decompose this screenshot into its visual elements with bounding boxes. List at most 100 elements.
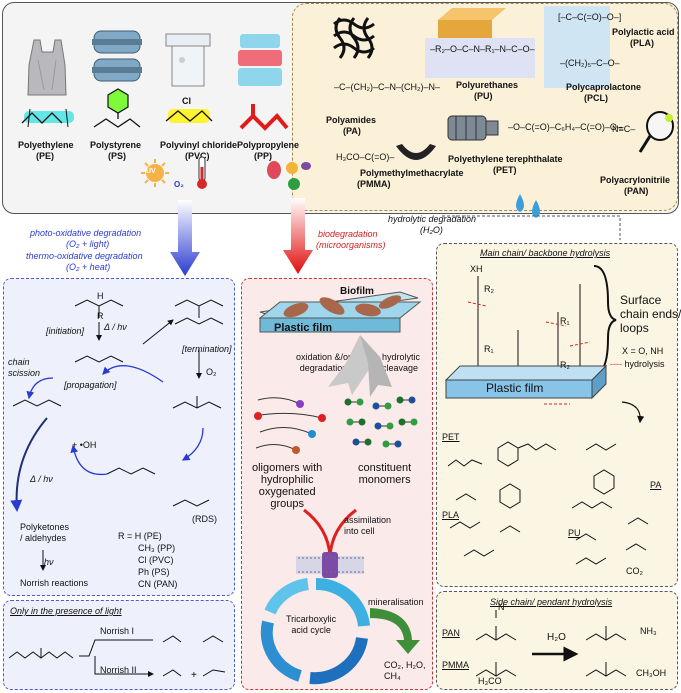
- norrish-panel: [3, 600, 235, 690]
- cleavage-arrows: [328, 335, 392, 397]
- biodegradation-cond: (microorganisms): [316, 240, 386, 250]
- pcl-abbr: (PCL): [584, 93, 608, 103]
- pu-structure-bg: [425, 38, 535, 78]
- ps-structure-icon: [93, 88, 141, 128]
- pla-structure: [–C–C(=O)–O–]: [558, 12, 622, 22]
- pan-side-label: PAN: [442, 628, 460, 638]
- oh-radical-label: + •OH: [72, 440, 97, 450]
- hydrolytic-cleavage-label: hydrolytic cleavage: [382, 352, 421, 373]
- norrish-title: Only in the presence of light: [10, 606, 122, 616]
- r1-label-1: R₁: [484, 344, 494, 354]
- pp-abbr: (PP): [254, 151, 272, 161]
- plastic-film-label: Plastic film: [274, 322, 333, 334]
- r-list-1: CH₃ (PP): [138, 543, 176, 553]
- pe-name: Polyethylene: [18, 140, 74, 150]
- pcl-name: Polycaprolactone: [566, 82, 642, 92]
- pa-structure: –C–(CH₂)–C–N–(CH₂)–N–: [334, 82, 441, 92]
- ch3oh-label: CH₃OH: [636, 668, 667, 678]
- thermometer-icon: [197, 156, 207, 189]
- cell-membrane-icon: [296, 552, 364, 578]
- svg-text:+: +: [191, 670, 197, 681]
- plastic-film-label-2: Plastic film: [486, 381, 544, 395]
- delta-hv-1: Δ / hν: [104, 322, 127, 332]
- pu-structure: –R₂–O–C–N–R₁–N–C–O–: [430, 44, 535, 54]
- pet-abbr: (PET): [493, 165, 517, 175]
- hv-label: hν: [44, 557, 54, 567]
- sun-uv-icon: [141, 159, 169, 187]
- pet-bottle-icon: [447, 115, 499, 141]
- hydrolytic-cond: (H₂O): [420, 225, 443, 235]
- co2-product-label: CO₂: [626, 566, 643, 576]
- pla-pcl-bg: [544, 6, 610, 88]
- plastic-bag-icon: [27, 39, 67, 96]
- tca-cycle-label: Tricarboxylic acid cycle: [286, 614, 337, 635]
- delta-hv-2: Δ / hν: [30, 474, 53, 484]
- main-chain-hydrolysis-panel: [436, 243, 678, 587]
- side-chain-hydrolysis-panel: [436, 591, 678, 690]
- pan-abbr: (PAN): [624, 186, 649, 196]
- monomers-graphic: [344, 396, 418, 448]
- rds-label: (RDS): [192, 514, 217, 524]
- denture-icon: [396, 144, 436, 160]
- ps-name: Polystyrene: [90, 140, 142, 150]
- photo-oxidation-cond: (O₂ + light): [66, 239, 110, 249]
- r-list-2: Cl (PVC): [138, 555, 174, 565]
- plastic-boxes-icon: [238, 34, 282, 86]
- uv-badge: UV: [146, 168, 156, 175]
- r-list-4: CN (PAN): [138, 579, 178, 589]
- co2-h2o-ch4-label: CO₂, H₂O, CH₄: [384, 660, 426, 681]
- pu-abbr: (PU): [474, 91, 493, 101]
- pvc-pipe-icon: [165, 33, 211, 87]
- pvc-cl-label: Cl: [182, 96, 191, 106]
- biofilm-film-graphic: [258, 291, 422, 333]
- side-chain-title: Side chain/ pendant hydrolysis: [490, 597, 613, 607]
- hydrolysis-down-arrow: [621, 401, 645, 424]
- norrish-1-label: Norrish I: [100, 626, 135, 636]
- norrish-diagram: +: [8, 635, 226, 681]
- tca-cycle-diagram: [260, 577, 370, 685]
- pmma-name: Polymethylmethacrylate: [360, 168, 464, 178]
- main-chain-title: Main chain/ backbone hydrolysis: [480, 248, 611, 258]
- o2-badge: O₂: [174, 180, 184, 189]
- food-container-icon: [92, 30, 142, 82]
- ox-r-label: R: [97, 311, 104, 321]
- mineralisation-label: mineralisation: [368, 597, 424, 607]
- mineralisation-arrow: [370, 608, 420, 654]
- pet-name: Polyethylene terephthalate: [448, 154, 563, 164]
- water-drops-icon: [516, 194, 540, 218]
- pa-products-label: PA: [650, 480, 662, 490]
- assimilation-arrow: [303, 508, 357, 557]
- propagation-label: [propagation]: [64, 380, 117, 390]
- r-list-3: Ph (PS): [138, 567, 170, 577]
- oxidation-mechanism-panel: [3, 278, 235, 596]
- hydrolysis-connector: [442, 215, 621, 240]
- pp-name: Polypropylene: [237, 140, 300, 150]
- biofilm-label: Biofilm: [340, 286, 374, 297]
- pet-structure: –O–C(=O)–C₆H₄–C(=O)–O–: [508, 122, 622, 132]
- pa-abbr: (PA): [343, 126, 361, 136]
- pvc-abbr: (PVC): [185, 151, 210, 161]
- pmma-structure: H₃CO–C(=O)–: [336, 152, 395, 162]
- pmma-side-label: PMMA: [442, 660, 469, 670]
- pla-abbr: (PLA): [630, 38, 654, 48]
- norrish-2-label: Norrish II: [100, 665, 137, 675]
- nylon-mesh-icon: [333, 17, 375, 59]
- photo-oxidation-label: photo-oxidative degradation: [30, 228, 142, 238]
- chain-scission-label: chain scission: [8, 357, 41, 378]
- pa-name: Polyamides: [326, 115, 377, 125]
- r2-label-1: R₂: [484, 284, 494, 294]
- r2-label-2: R₂: [560, 360, 570, 370]
- ox-h-label: H: [97, 291, 104, 301]
- o2-label: O₂: [206, 367, 217, 377]
- r-list-0: R = H (PE): [118, 531, 162, 541]
- tennis-racket-icon: [638, 111, 674, 153]
- thermo-oxidation-label: thermo-oxidative degradation: [26, 251, 143, 261]
- termination-label: [termination]: [182, 344, 232, 354]
- pvc-structure-icon: [165, 109, 213, 123]
- ps-abbr: (PS): [108, 151, 126, 161]
- pe-abbr: (PE): [36, 151, 54, 161]
- norrish-reactions-label: Norrish reactions: [20, 578, 89, 588]
- sponge-icon: [438, 8, 506, 42]
- pe-structure-icon: [21, 108, 74, 128]
- initiation-label: [initiation]: [46, 326, 85, 336]
